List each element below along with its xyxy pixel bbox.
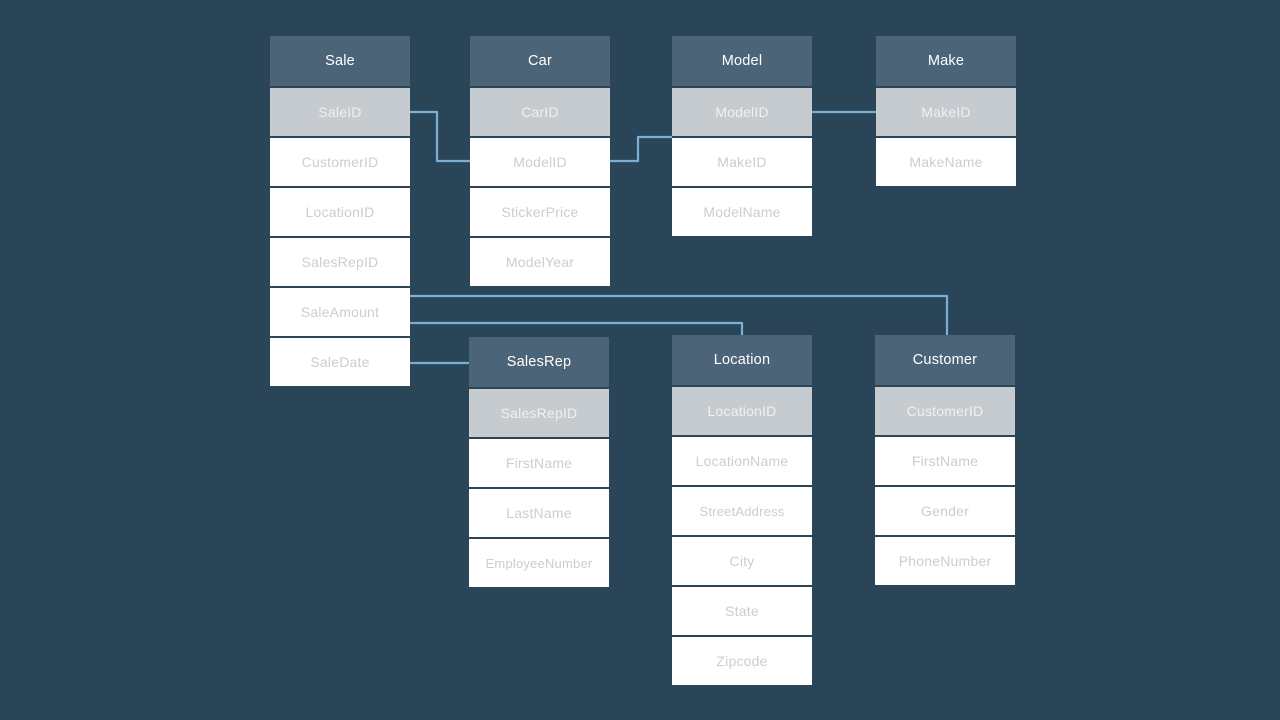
field-lastname[interactable]: LastName [469, 487, 609, 537]
entity-title-salesrep: SalesRep [469, 337, 609, 387]
field-firstname[interactable]: FirstName [875, 435, 1015, 485]
field-salesrepid[interactable]: SalesRepID [270, 236, 410, 286]
entity-title-model: Model [672, 36, 812, 86]
field-locationname[interactable]: LocationName [672, 435, 812, 485]
field-zipcode[interactable]: Zipcode [672, 635, 812, 685]
primary-key-field-locationid[interactable]: LocationID [672, 385, 812, 435]
entity-title-customer: Customer [875, 335, 1015, 385]
primary-key-field-salesrepid[interactable]: SalesRepID [469, 387, 609, 437]
field-saledate[interactable]: SaleDate [270, 336, 410, 386]
field-customerid[interactable]: CustomerID [270, 136, 410, 186]
entity-title-make: Make [876, 36, 1016, 86]
field-stickerprice[interactable]: StickerPrice [470, 186, 610, 236]
field-employeenumber[interactable]: EmployeeNumber [469, 537, 609, 587]
connector-1 [606, 135, 674, 163]
entity-title-sale: Sale [270, 36, 410, 86]
field-state[interactable]: State [672, 585, 812, 635]
field-saleamount[interactable]: SaleAmount [270, 286, 410, 336]
field-streetaddress[interactable]: StreetAddress [672, 485, 812, 535]
field-makename[interactable]: MakeName [876, 136, 1016, 186]
primary-key-field-makeid[interactable]: MakeID [876, 86, 1016, 136]
connector-4 [408, 321, 744, 337]
entity-title-location: Location [672, 335, 812, 385]
field-phonenumber[interactable]: PhoneNumber [875, 535, 1015, 585]
primary-key-field-saleid[interactable]: SaleID [270, 86, 410, 136]
field-modelyear[interactable]: ModelYear [470, 236, 610, 286]
field-makeid[interactable]: MakeID [672, 136, 812, 186]
primary-key-field-customerid[interactable]: CustomerID [875, 385, 1015, 435]
primary-key-field-modelid[interactable]: ModelID [672, 86, 812, 136]
field-modelname[interactable]: ModelName [672, 186, 812, 236]
field-city[interactable]: City [672, 535, 812, 585]
connector-3 [408, 294, 949, 337]
field-modelid[interactable]: ModelID [470, 136, 610, 186]
entity-title-car: Car [470, 36, 610, 86]
field-firstname[interactable]: FirstName [469, 437, 609, 487]
connector-0 [406, 110, 472, 163]
field-locationid[interactable]: LocationID [270, 186, 410, 236]
primary-key-field-carid[interactable]: CarID [470, 86, 610, 136]
field-gender[interactable]: Gender [875, 485, 1015, 535]
